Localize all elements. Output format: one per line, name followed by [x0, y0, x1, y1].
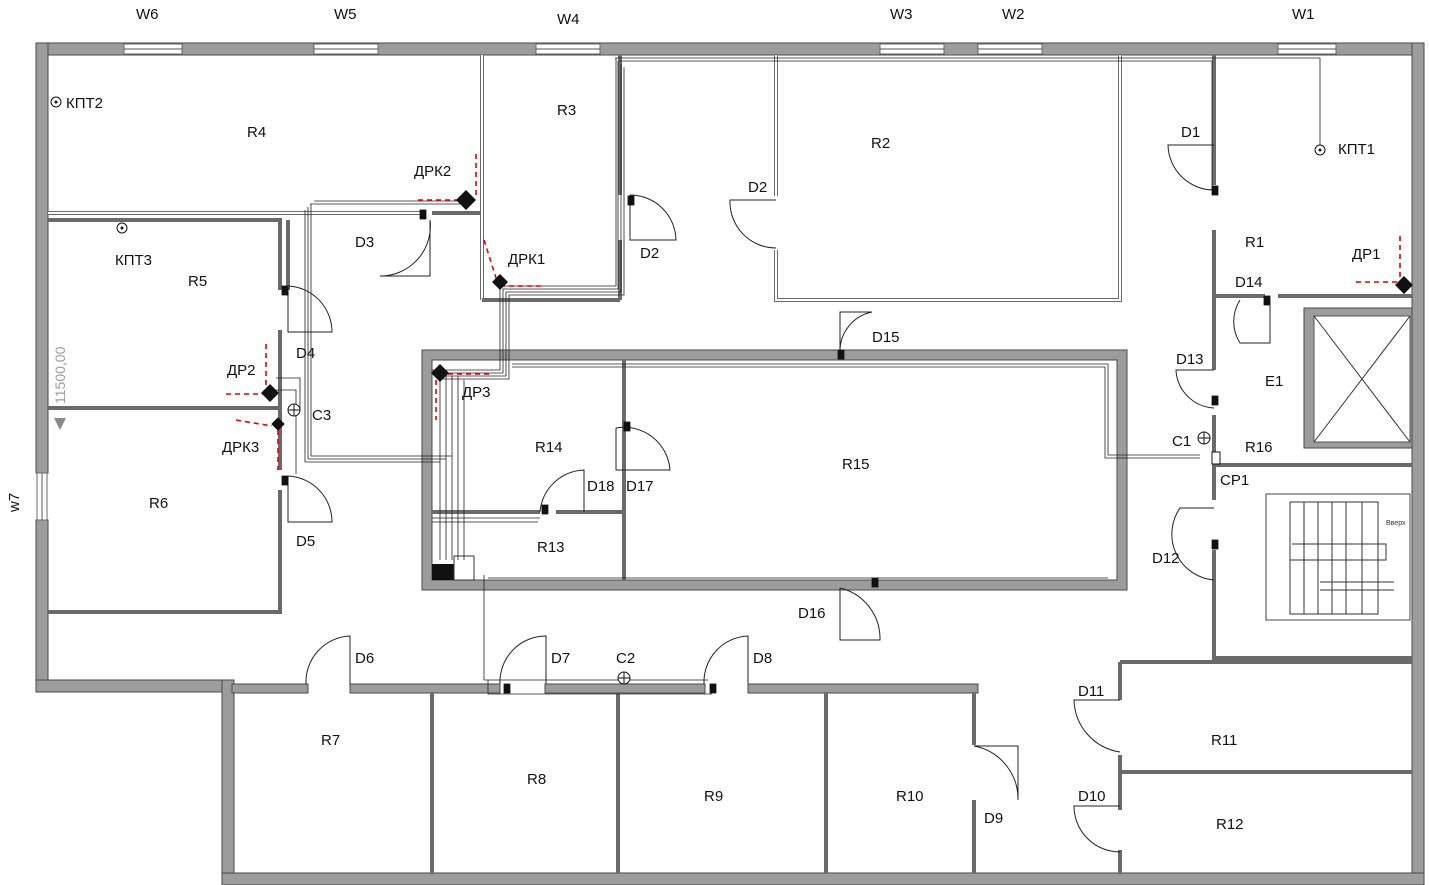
- device-label-kpt2: КПТ2: [66, 95, 103, 112]
- door-label-d5: D5: [296, 533, 315, 550]
- device-label-kpt3: КПТ3: [115, 252, 152, 269]
- device-label-cp1: CP1: [1220, 472, 1249, 489]
- staircase: Вверх: [1265, 493, 1411, 621]
- room-label-r14: R14: [535, 439, 563, 456]
- device-label-kpt1: КПТ1: [1338, 141, 1375, 158]
- window-label-w5: W5: [334, 6, 357, 23]
- door-label-d18: D18: [587, 478, 615, 495]
- doors: [287, 144, 1271, 853]
- door-label-d3: D3: [355, 234, 374, 251]
- door-label-d8: D8: [753, 650, 772, 667]
- room-label-r16: R16: [1245, 439, 1273, 456]
- room-label-r12: R12: [1216, 816, 1244, 833]
- window-label-w3: W3: [890, 6, 913, 23]
- door-label-d10: D10: [1078, 788, 1106, 805]
- room-label-r15: R15: [842, 456, 870, 473]
- room-label-r8: R8: [527, 771, 546, 788]
- windows: [36, 43, 1337, 521]
- room-label-e1: E1: [1265, 373, 1283, 390]
- outer-walls: [35, 42, 1425, 885]
- room-label-r4: R4: [247, 124, 266, 141]
- device-label-drk2: ДРК2: [414, 163, 451, 180]
- room-label-r2: R2: [871, 135, 890, 152]
- device-label-dr1: ДР1: [1352, 246, 1381, 263]
- device-label-c1: C1: [1172, 433, 1191, 450]
- door-label-d1: D1: [1181, 124, 1200, 141]
- cable-runs: [276, 57, 1321, 695]
- device-label-drk1: ДРК1: [508, 251, 545, 268]
- door-label-d6: D6: [355, 650, 374, 667]
- door-label-d15: D15: [872, 329, 900, 346]
- room-label-r3: R3: [557, 102, 576, 119]
- interior-walls: [48, 55, 1412, 873]
- door-label-d9: D9: [984, 810, 1003, 827]
- device-label-dr3: ДР3: [462, 384, 491, 401]
- device-label-c3: C3: [312, 407, 331, 424]
- room-label-r13: R13: [537, 539, 565, 556]
- device-label-drk3: ДРК3: [222, 439, 259, 456]
- door-label-d16: D16: [798, 605, 826, 622]
- device-label-dr2: ДР2: [227, 362, 256, 379]
- window-label-w2: W2: [1002, 6, 1025, 23]
- room-label-r10: R10: [896, 788, 924, 805]
- door-label-d2b: D2: [748, 179, 767, 196]
- window-label-w4: W4: [557, 11, 580, 28]
- door-label-d7: D7: [551, 650, 570, 667]
- door-label-d11: D11: [1078, 683, 1104, 700]
- room-label-r5: R5: [188, 273, 207, 290]
- door-label-d14: D14: [1235, 274, 1263, 291]
- devices: [50, 96, 1413, 694]
- window-label-w7: w7: [6, 493, 23, 513]
- door-label-d12: D12: [1152, 550, 1180, 567]
- door-label-d17: D17: [626, 478, 654, 495]
- door-label-d4: D4: [296, 345, 315, 362]
- door-label-d13: D13: [1176, 351, 1204, 368]
- detection-lines: [226, 154, 1401, 470]
- room-label-r7: R7: [321, 732, 340, 749]
- stair-up-label: Вверх: [1386, 520, 1406, 527]
- dimension-label: 11500,00: [52, 346, 68, 404]
- room-label-r9: R9: [704, 788, 723, 805]
- dimension-marker: 11500,00: [52, 346, 68, 430]
- central-block: [421, 349, 1128, 591]
- elevator: [1303, 307, 1413, 449]
- room-label-r6: R6: [149, 495, 168, 512]
- window-label-w6: W6: [136, 6, 159, 23]
- device-label-c2: C2: [616, 650, 635, 667]
- door-label-d2a: D2: [640, 245, 659, 262]
- room-label-r11: R11: [1211, 732, 1237, 749]
- room-label-r1: R1: [1245, 234, 1264, 251]
- window-label-w1: W1: [1292, 6, 1315, 23]
